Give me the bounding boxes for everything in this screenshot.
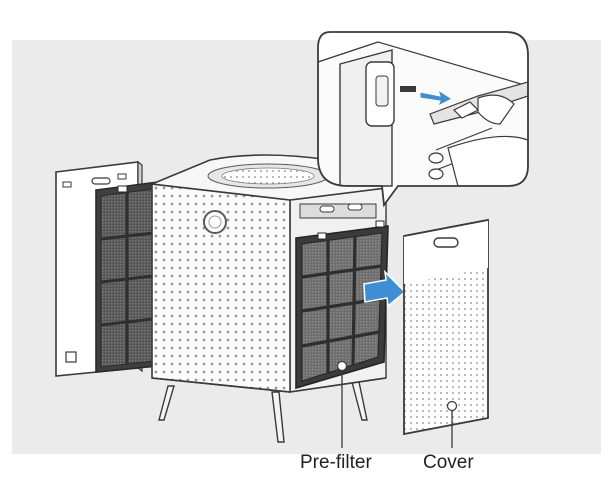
cover-label: Cover <box>423 452 474 473</box>
arrow-right-icon <box>419 88 454 108</box>
cover-leader-line <box>446 400 458 448</box>
arrow-right-icon <box>363 269 407 308</box>
prefilter-panel <box>295 220 389 390</box>
back-prefilter <box>95 181 159 373</box>
latch-detail-callout <box>317 31 529 208</box>
prefilter-leader-line <box>336 360 348 448</box>
cover-panel <box>403 218 489 436</box>
prefilter-label: Pre-filter <box>300 452 372 473</box>
